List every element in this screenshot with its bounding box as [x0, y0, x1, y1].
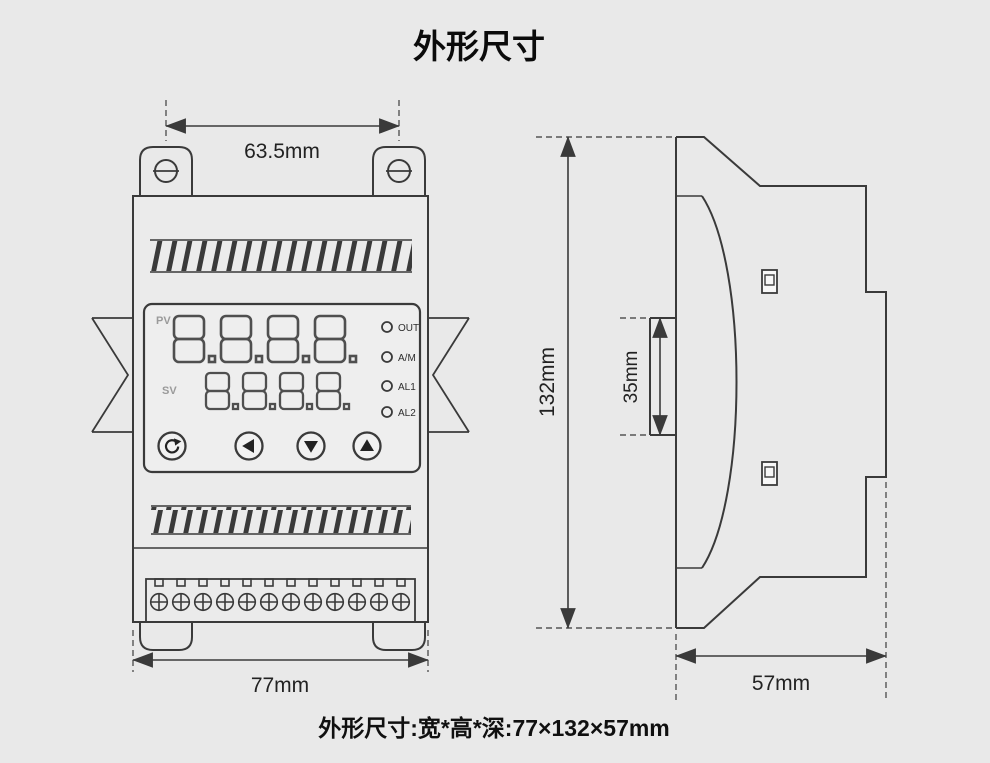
led-label-out: OUT — [398, 323, 419, 334]
led-out — [381, 321, 393, 333]
dimension-depth: 57mm — [675, 482, 887, 700]
led-label-am: A/M — [398, 353, 416, 364]
extension-lines — [620, 317, 649, 436]
set-button — [157, 431, 187, 461]
dimension-label-width-bottom: 77mm — [251, 674, 309, 697]
vent-slat-pattern — [150, 241, 412, 271]
dimension-label-width-top: 63.5mm — [244, 140, 320, 163]
up-arrow-icon — [360, 439, 374, 451]
terminal-block — [145, 578, 416, 623]
pv-label: PV — [156, 315, 171, 327]
vent-slat-pattern — [151, 507, 411, 533]
din-rail-break-right — [428, 317, 470, 433]
cycle-icon — [164, 438, 182, 454]
ventilation-slots-top — [150, 239, 412, 273]
dimension-height: 132mm — [536, 136, 704, 629]
shift-button — [234, 431, 264, 461]
side-profile — [649, 136, 887, 629]
dimension-rail-width: 35mm — [620, 317, 668, 436]
led-am — [381, 351, 393, 363]
led-al1 — [381, 380, 393, 392]
bezel-steps — [676, 195, 702, 569]
din-rail-break-left — [91, 317, 133, 433]
dimension-width-bottom: 77mm — [132, 630, 429, 697]
led-al2 — [381, 406, 393, 418]
dimension-label-height: 132mm — [536, 347, 559, 417]
up-button — [352, 431, 382, 461]
display-bezel — [142, 302, 422, 474]
led-label-al2: AL2 — [398, 408, 416, 419]
mounting-tab-bottom-left — [139, 622, 193, 651]
dimension-label-depth: 57mm — [752, 672, 810, 695]
front-curve — [701, 195, 738, 569]
extension-lines — [675, 482, 887, 700]
dimension-label-rail: 35mm — [621, 351, 642, 404]
front-view: 63.5mm PV SV — [91, 100, 470, 697]
mounting-tab-top-left — [139, 146, 193, 196]
mounting-tab-bottom-right — [372, 622, 426, 651]
display-panel: PV SV OUT A/M AL1 — [142, 302, 422, 474]
led-label-al1: AL1 — [398, 382, 416, 393]
left-arrow-icon — [242, 439, 254, 453]
down-button — [296, 431, 326, 461]
din-clip-top — [761, 269, 778, 294]
indicator-leds: OUT A/M AL1 AL2 — [381, 321, 419, 419]
dimension-width-top: 63.5mm — [165, 100, 400, 163]
housing-outline — [676, 136, 887, 629]
down-arrow-icon — [304, 441, 318, 453]
din-clip-bottom — [761, 461, 778, 486]
extension-lines — [165, 100, 400, 141]
mounting-tab-top-right — [372, 146, 426, 196]
extension-lines — [536, 136, 704, 629]
rail-mount-block — [649, 317, 676, 436]
side-view: 132mm 35mm 57 — [536, 136, 887, 700]
page-title: 外形尺寸 — [413, 28, 545, 65]
caption: 外形尺寸:宽*高*深:77×132×57mm — [318, 715, 670, 741]
ventilation-slots-bottom — [133, 505, 428, 549]
sv-label: SV — [162, 385, 177, 397]
front-keys — [157, 431, 382, 461]
